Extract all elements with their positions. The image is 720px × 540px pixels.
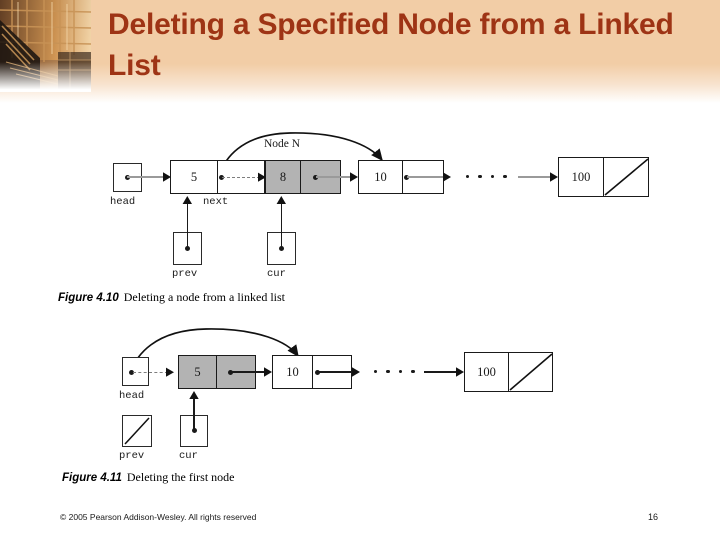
pointer-label-prev-2: prev <box>119 450 145 462</box>
node-cell-value-1: 5 <box>170 160 218 194</box>
tail-line-1 <box>518 176 552 178</box>
next-dashed-line-1 <box>222 177 260 178</box>
node-value-3: 10 <box>374 169 387 184</box>
pointer-label-cur-2: cur <box>179 450 198 462</box>
photo-fade-overlay <box>0 62 91 92</box>
ellipsis-dots-2 <box>374 370 415 374</box>
figure-4-11-diagram: head 5 10 100 prev cur <box>119 328 554 462</box>
node2-value-1: 5 <box>194 364 201 379</box>
relink-curve-arrow-1 <box>218 132 383 177</box>
copyright-notice: © 2005 Pearson Addison-Wesley. All right… <box>60 512 257 522</box>
null-slash-icon-2 <box>509 353 553 391</box>
pointer-label-head-1: head <box>110 196 136 208</box>
pointer-dot-prev-1 <box>185 246 190 251</box>
node-cell-value-4: 100 <box>558 157 604 197</box>
figure-caption-4-11: Figure 4.11 Deleting the first node <box>62 470 235 485</box>
head-arrowhead-2 <box>166 367 174 377</box>
node2-arrowhead-1 <box>264 367 272 377</box>
figure-number-4-10: Figure 4.10 <box>58 292 119 304</box>
node2-next-line <box>316 176 353 178</box>
node-value-2: 8 <box>279 169 287 184</box>
cur-arrow-line-2 <box>193 398 195 431</box>
figure-number-4-11: Figure 4.11 <box>62 472 122 484</box>
head-dashed-line-2 <box>133 372 168 373</box>
node3-arrowhead <box>443 172 451 182</box>
tail-line-2 <box>424 371 458 373</box>
node2-arrowhead-2 <box>352 367 360 377</box>
node2-cell-value-3: 100 <box>464 352 509 392</box>
pointer-dot-cur-1 <box>279 246 284 251</box>
next-pointer-dot-1 <box>218 174 224 180</box>
cur-arrowhead-2 <box>189 391 199 399</box>
pointer-dot-head-2 <box>129 369 134 375</box>
figure-4-10-diagram: head 5 next Node N 8 10 100 <box>110 132 650 280</box>
relink-curve-arrow-2 <box>130 328 299 373</box>
head-arrow-line-1 <box>127 176 165 178</box>
node2-next-dot-1 <box>228 369 233 375</box>
page-number: 16 <box>648 512 659 522</box>
node2-next-line-1 <box>231 371 267 373</box>
pointer-label-head-2: head <box>119 390 145 402</box>
figure-caption-4-10: Figure 4.10 Deleting a node from a linked… <box>58 290 285 305</box>
pointer-label-next-1: next <box>203 196 229 208</box>
prev-arrowhead-1 <box>182 196 192 204</box>
header-photo-image <box>0 0 91 92</box>
ellipsis-dots-1 <box>466 175 507 179</box>
node3-next-line <box>407 176 445 178</box>
figure-text-4-10: Deleting a node from a linked list <box>123 290 286 304</box>
node2-next-dot-2 <box>315 369 320 375</box>
node-cell-value-2: 8 <box>265 160 301 194</box>
node2-arrowhead <box>350 172 358 182</box>
null-slash-icon-1 <box>604 158 649 196</box>
node2-value-2: 10 <box>286 364 299 379</box>
node2-next-line-2 <box>318 371 354 373</box>
tail-arrowhead-2 <box>456 367 464 377</box>
tail-arrowhead-1 <box>550 172 558 182</box>
next-pointer-dot-2 <box>313 174 318 180</box>
page-title: Deleting a Specified Node from a Linked … <box>108 8 674 82</box>
node-n-label: Node N <box>264 138 301 150</box>
pointer-label-prev-1: prev <box>172 268 198 280</box>
slide-header: Deleting a Specified Node from a Linked … <box>0 0 720 103</box>
prev-arrow-line-1 <box>186 203 189 248</box>
cur-arrow-line-1 <box>280 203 283 248</box>
cur-arrowhead-1 <box>276 196 286 204</box>
node2-value-3: 100 <box>477 364 496 379</box>
pointer-box-head-2 <box>122 357 149 386</box>
null-slash-icon-prev-2 <box>124 417 150 445</box>
node-value-4: 100 <box>571 169 591 184</box>
next-arrowhead-1 <box>258 172 266 182</box>
pointer-label-cur-1: cur <box>267 268 286 280</box>
figure-text-4-11: Deleting the first node <box>126 470 235 484</box>
head-arrowhead-1 <box>163 172 171 182</box>
node-value-1: 5 <box>190 169 198 184</box>
next-pointer-dot-3 <box>404 174 409 180</box>
